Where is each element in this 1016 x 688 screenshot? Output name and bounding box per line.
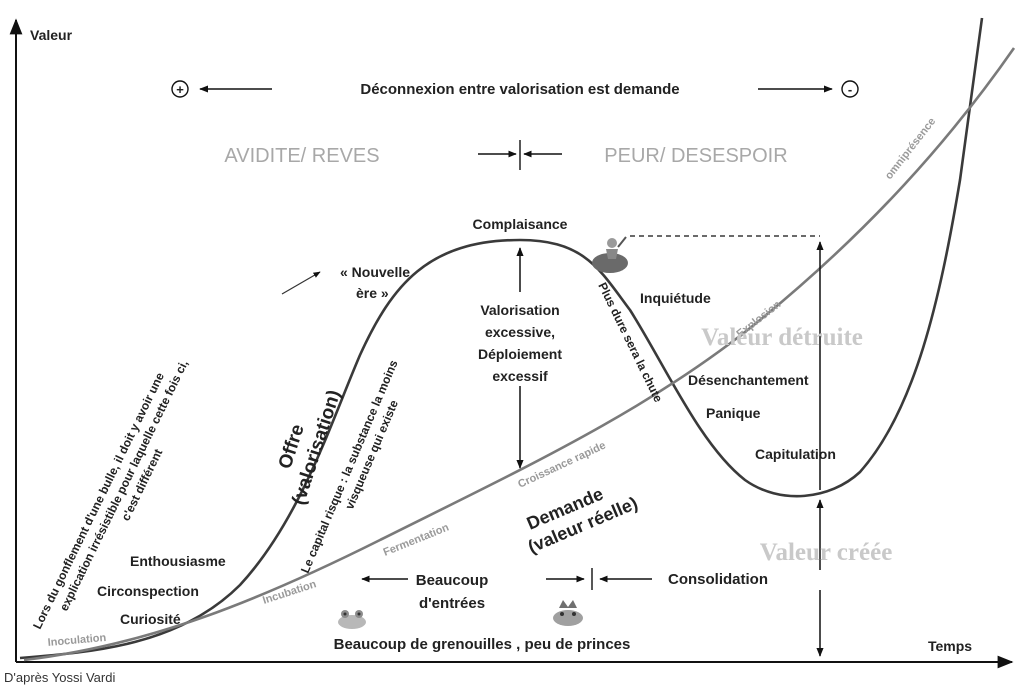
stage-panique: Panique: [706, 405, 761, 421]
greed-label: AVIDITE/ REVES: [224, 145, 379, 167]
value-destroyed: Valeur détruite: [701, 324, 863, 351]
stage-inquietude: Inquiétude: [640, 290, 711, 306]
overvaluation-3: Déploiement: [478, 346, 562, 362]
phase-omnipresence: omniprésence: [883, 116, 938, 182]
nouvelle-ere-arrow: [281, 271, 321, 295]
stage-enthousiasme: Enthousiasme: [130, 553, 226, 569]
stage-nouvelle-ere-2: ère »: [356, 285, 389, 301]
frog-icon: [338, 610, 366, 629]
disconnection-label: Déconnexion entre valorisation est deman…: [360, 81, 679, 98]
overvaluation-4: excessif: [492, 368, 548, 384]
stage-complaisance: Complaisance: [473, 216, 568, 232]
falling-person-icon: [592, 236, 628, 273]
stage-curiosite: Curiosité: [120, 611, 181, 627]
frogs-label: Beaucoup de grenouilles , peu de princes: [334, 636, 631, 653]
svg-text:+: +: [176, 82, 184, 97]
svg-text:explication irrésistible pour: explication irrésistible pour laquelle c…: [57, 358, 191, 613]
credit: D'après Yossi Vardi: [4, 670, 115, 685]
value-created: Valeur créée: [760, 539, 893, 566]
phase-inoculation: Inoculation: [47, 632, 107, 649]
bubble-explanation: Lors du gonflement d'une bulle, il doit …: [30, 358, 191, 632]
stage-circonspection: Circonspection: [97, 583, 199, 599]
stage-nouvelle-ere-1: « Nouvelle: [340, 264, 410, 280]
entries-1: Beaucoup: [416, 572, 489, 589]
minus-icon: -: [841, 80, 859, 98]
frog-prince-icon: [553, 600, 583, 626]
offer-curve: [19, 17, 984, 660]
plus-icon: +: [171, 80, 189, 98]
demand-label: Demande (valeur réelle): [524, 484, 641, 557]
x-axis-label: Temps: [928, 638, 972, 654]
stage-desenchantement: Désenchantement: [688, 372, 809, 388]
fear-label: PEUR/ DESESPOIR: [604, 145, 787, 167]
overvaluation-2: excessive,: [485, 324, 555, 340]
overvaluation-1: Valorisation: [480, 302, 559, 318]
stage-consolidation: Consolidation: [668, 571, 768, 588]
demand-curve: [23, 47, 1016, 662]
phase-fermentation: Fermentation: [382, 521, 451, 558]
svg-text:-: -: [848, 82, 852, 97]
y-axis-label: Valeur: [30, 27, 73, 43]
stage-capitulation: Capitulation: [755, 446, 836, 462]
entries-2: d'entrées: [419, 595, 485, 612]
